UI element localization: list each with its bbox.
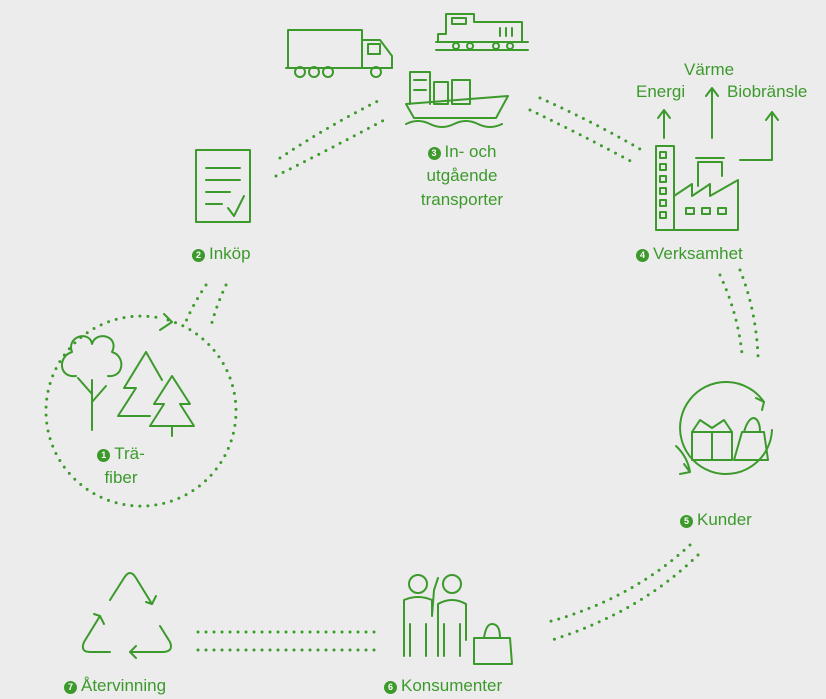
output-arrows xyxy=(657,87,779,161)
step-1-line2: fiber xyxy=(104,468,138,487)
step-2-number: 2 xyxy=(192,249,205,262)
step-3-line2: utgående xyxy=(426,166,498,185)
connector-lines xyxy=(182,96,760,652)
trafiber-cycle xyxy=(44,313,238,508)
step-1-line1: Trä- xyxy=(114,444,145,463)
step-2-label: Inköp xyxy=(209,244,251,263)
step-5-number: 5 xyxy=(680,515,693,528)
step-1-number: 1 xyxy=(97,449,111,462)
step-7-number: 7 xyxy=(64,681,77,694)
step-3-line3: transporter xyxy=(420,190,504,209)
output-biobransle: Biobränsle xyxy=(727,82,808,101)
step-3-line1: In- och xyxy=(444,142,497,161)
step-verksamhet: 4 Verksamhet xyxy=(636,242,743,266)
train-icon xyxy=(435,13,529,51)
truck-icon xyxy=(285,29,393,78)
people-shopping-icon xyxy=(403,574,513,665)
trees-icon xyxy=(61,335,195,437)
output-varme: Värme xyxy=(684,60,735,79)
step-atervinning: 7 Återvinning xyxy=(64,674,166,698)
factory-icon xyxy=(655,145,739,231)
step-5-label: Kunder xyxy=(697,510,752,529)
document-check-icon xyxy=(195,149,251,223)
step-6-label: Konsumenter xyxy=(401,676,503,695)
step-4-label: Verksamhet xyxy=(653,244,743,263)
boxes-bag-cycle-icon xyxy=(675,380,773,475)
step-inkop: 2 Inköp xyxy=(192,242,251,266)
step-6-number: 6 xyxy=(384,681,397,694)
output-energi: Energi xyxy=(636,82,686,101)
step-7-label: Återvinning xyxy=(81,676,167,695)
step-kunder: 5 Kunder xyxy=(680,508,752,532)
ship-icon xyxy=(405,71,509,128)
step-konsumenter: 6 Konsumenter xyxy=(384,674,502,698)
step-4-number: 4 xyxy=(636,249,649,262)
step-3-number: 3 xyxy=(427,147,441,160)
recycle-icon xyxy=(81,572,172,659)
